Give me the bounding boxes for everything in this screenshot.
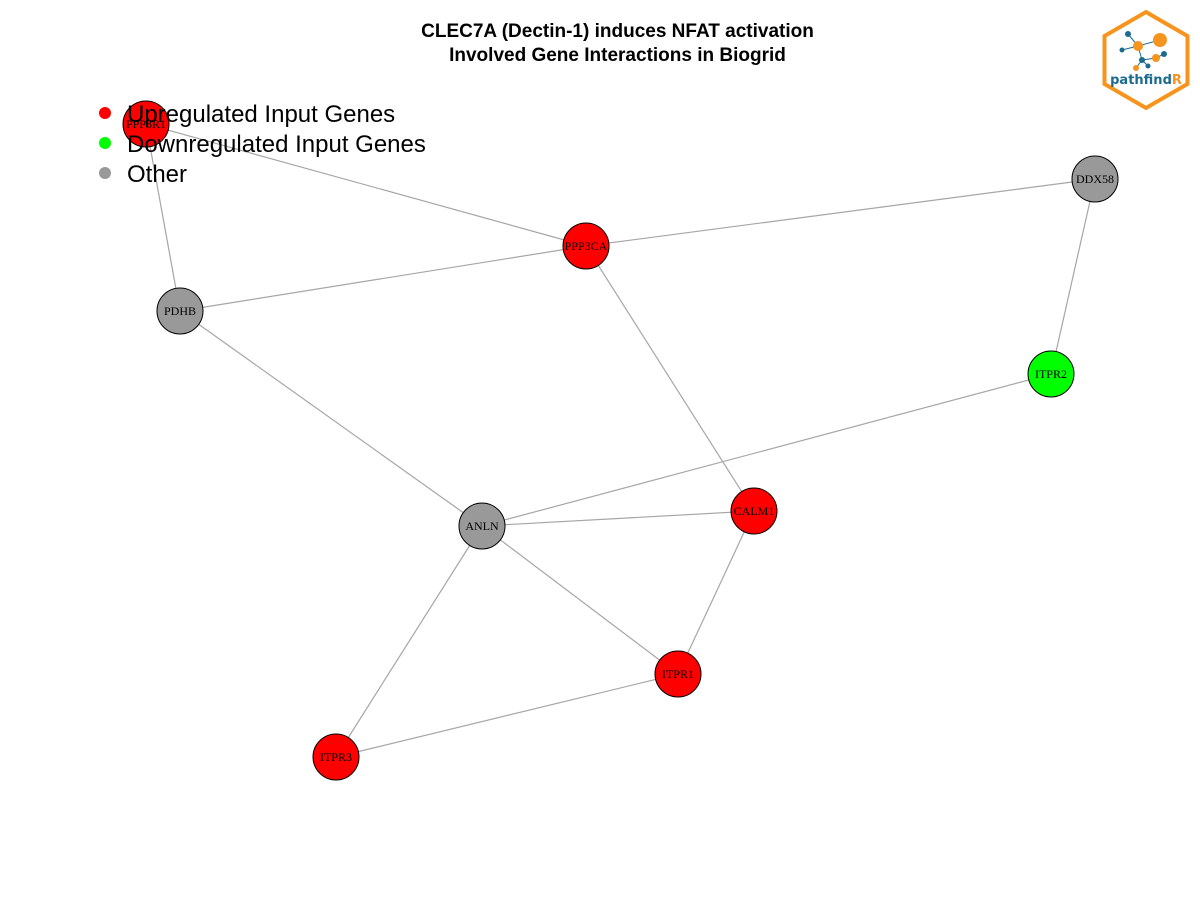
node-label: ITPR3 bbox=[320, 750, 352, 764]
edge-ppp3r1-pdhb bbox=[145, 123, 181, 312]
node-label: PPP3CA bbox=[565, 239, 608, 253]
edge-itpr1-itpr3 bbox=[335, 673, 679, 758]
logo-network-nodes bbox=[1119, 31, 1167, 71]
legend-item: Downregulated Input Genes bbox=[99, 131, 426, 158]
node-circle bbox=[1027, 350, 1075, 398]
node-circle bbox=[730, 487, 778, 535]
pathfindr-logo: pathfindR bbox=[1102, 9, 1190, 111]
edge-pdhb-anln bbox=[179, 310, 483, 527]
logo-text-main: pathfind bbox=[1110, 73, 1172, 88]
node-ddx58: DDX58 bbox=[1071, 155, 1119, 203]
edge-ppp3ca-ddx58 bbox=[585, 178, 1096, 247]
diagram-title: CLEC7A (Dectin-1) induces NFAT activatio… bbox=[0, 20, 1200, 68]
node-circle bbox=[156, 287, 204, 335]
node-ppp3ca: PPP3CA bbox=[562, 222, 610, 270]
node-circle bbox=[654, 650, 702, 698]
edge-ppp3ca-calm1 bbox=[585, 245, 755, 512]
logo-hexagon bbox=[1102, 9, 1190, 111]
edge-calm1-itpr1 bbox=[677, 510, 755, 675]
logo-wordmark: pathfindR bbox=[1110, 73, 1182, 88]
node-itpr2: ITPR2 bbox=[1027, 350, 1075, 398]
node-itpr1: ITPR1 bbox=[654, 650, 702, 698]
node-label: PPP3R1 bbox=[126, 117, 166, 131]
node-calm1: CALM1 bbox=[730, 487, 778, 535]
legend-item: Upregulated Input Genes bbox=[99, 101, 395, 128]
node-label: ANLN bbox=[465, 519, 499, 533]
edge-itpr2-anln bbox=[481, 373, 1052, 527]
edge-layer bbox=[145, 123, 1096, 758]
node-ppp3r1: PPP3R1 bbox=[122, 100, 170, 148]
legend-label: Other bbox=[127, 161, 187, 188]
legend-dot bbox=[99, 107, 111, 119]
edge-ppp3r1-ppp3ca bbox=[145, 123, 587, 247]
edge-ppp3ca-pdhb bbox=[179, 245, 587, 312]
node-label: CALM1 bbox=[734, 504, 775, 518]
node-circle bbox=[312, 733, 360, 781]
legend-dot bbox=[99, 137, 111, 149]
node-pdhb: PDHB bbox=[156, 287, 204, 335]
node-circle bbox=[458, 502, 506, 550]
title-line-2: Involved Gene Interactions in Biogrid bbox=[449, 45, 786, 66]
node-circle bbox=[1071, 155, 1119, 203]
node-circle bbox=[122, 100, 170, 148]
node-anln: ANLN bbox=[458, 502, 506, 550]
node-label: PDHB bbox=[164, 304, 196, 318]
edge-anln-itpr1 bbox=[481, 525, 679, 675]
node-label: ITPR1 bbox=[662, 667, 694, 681]
logo-text-accent: R bbox=[1172, 73, 1182, 88]
legend-dot bbox=[99, 167, 111, 179]
edge-anln-itpr3 bbox=[335, 525, 483, 758]
edge-ddx58-itpr2 bbox=[1050, 178, 1096, 375]
edge-anln-calm1 bbox=[481, 510, 755, 527]
node-label: DDX58 bbox=[1076, 172, 1114, 186]
title-line-1: CLEC7A (Dectin-1) induces NFAT activatio… bbox=[421, 21, 814, 42]
legend-label: Downregulated Input Genes bbox=[127, 131, 426, 158]
legend-label: Upregulated Input Genes bbox=[127, 101, 395, 128]
node-circle bbox=[562, 222, 610, 270]
node-itpr3: ITPR3 bbox=[312, 733, 360, 781]
legend-item: Other bbox=[99, 161, 187, 188]
node-label: ITPR2 bbox=[1035, 367, 1067, 381]
